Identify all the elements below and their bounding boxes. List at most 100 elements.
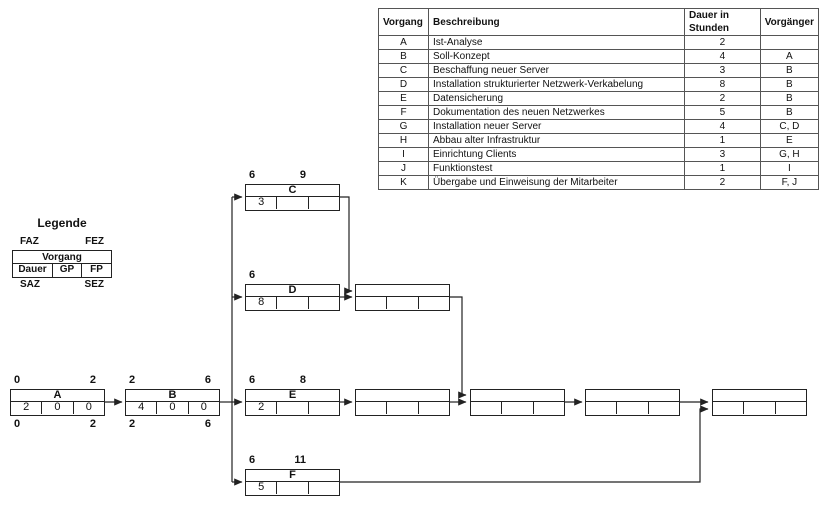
cell-dauer: 2 (684, 91, 761, 106)
node-B-fez: 6 (204, 374, 211, 386)
legend-fp-label: FP (90, 264, 103, 275)
node-C-dauer: 3 (246, 197, 278, 209)
table-header-row: Vorgang Beschreibung Dauer in Stunden Vo… (378, 8, 819, 36)
node-G-fp (419, 297, 449, 309)
node-J-name (586, 390, 679, 402)
cell-beschreibung: Beschaffung neuer Server (427, 63, 686, 78)
node-I-empty (470, 389, 565, 416)
node-C-faz: 6 (249, 169, 256, 181)
node-D-gp (277, 297, 309, 309)
node-G-name (356, 285, 449, 297)
node-H-fp (419, 402, 449, 414)
cell-dauer: 1 (684, 161, 761, 176)
node-A-fp: 0 (85, 401, 92, 413)
node-I-name (471, 390, 564, 402)
node-H-cells (356, 402, 449, 414)
cell-vorgang: C (378, 63, 429, 78)
node-A-faz: 0 (14, 374, 21, 386)
node-A-fez: 2 (89, 374, 96, 386)
node-E-dauer: 2 (246, 402, 278, 414)
node-J-gp (617, 402, 649, 414)
cell-vorgaenger: B (759, 77, 819, 92)
node-F-fez: 11 (294, 454, 306, 466)
cell-dauer: 3 (684, 147, 761, 162)
cell-dauer: 4 (684, 119, 761, 134)
node-J-cells (586, 402, 679, 414)
cell-beschreibung: Installation neuer Server (427, 119, 686, 134)
cell-vorgaenger: I (759, 161, 819, 176)
cell-vorgang: K (378, 175, 429, 190)
node-D-dauer: 8 (246, 297, 278, 309)
node-G-empty (355, 284, 450, 311)
node-A-dauer: 2 (11, 402, 43, 414)
header-vorgang: Vorgang (378, 8, 429, 36)
cell-beschreibung: Datensicherung (427, 91, 686, 106)
cell-vorgang: J (378, 161, 429, 176)
cell-vorgaenger: B (759, 105, 819, 120)
node-J-fp (649, 402, 679, 414)
node-K-empty (712, 389, 807, 416)
node-E-name: E (246, 390, 339, 402)
cell-beschreibung: Soll-Konzept (427, 49, 686, 64)
cell-beschreibung: Einrichtung Clients (427, 147, 686, 162)
node-B-name: B (126, 390, 219, 402)
node-B-faz: 2 (129, 374, 136, 386)
legend-fez-label: FEZ (85, 236, 104, 247)
node-I-gp (502, 402, 534, 414)
node-B-gp: 0 (157, 402, 189, 414)
cell-vorgang: I (378, 147, 429, 162)
cell-beschreibung: Ist-Analyse (427, 35, 686, 50)
node-F-gp (277, 482, 309, 494)
node-K-name (713, 390, 806, 402)
node-D-early-times: 6 (246, 269, 341, 282)
cell-dauer: 4 (684, 49, 761, 64)
node-J-dauer (586, 402, 618, 414)
node-E-cells: 2 (246, 402, 339, 414)
node-A-sez: 2 (89, 418, 96, 430)
cell-vorgang: B (378, 49, 429, 64)
cell-vorgaenger: B (759, 63, 819, 78)
cell-dauer: 2 (684, 35, 761, 50)
cell-vorgaenger: B (759, 91, 819, 106)
node-K-cells (713, 402, 806, 414)
cell-vorgaenger (759, 35, 819, 50)
cell-beschreibung: Installation strukturierter Netzwerk-Ver… (427, 77, 686, 92)
legend-faz-label: FAZ (20, 236, 39, 247)
cell-vorgang: H (378, 133, 429, 148)
node-E-faz: 6 (249, 374, 256, 386)
node-C-name: C (246, 185, 339, 197)
node-F-faz: 6 (249, 454, 256, 466)
legend-dauer-label: Dauer (13, 264, 53, 277)
cell-dauer: 2 (684, 175, 761, 190)
node-F-cells: 5 (246, 482, 339, 494)
node-D: 6 D 8 (245, 269, 340, 311)
node-F-dauer: 5 (246, 482, 278, 494)
node-K-fp (776, 402, 806, 414)
cell-dauer: 3 (684, 63, 761, 78)
node-I-dauer (471, 402, 503, 414)
node-B-fp: 0 (200, 401, 207, 413)
node-F-fp (309, 482, 339, 494)
node-D-fp (309, 297, 339, 309)
cell-vorgang: F (378, 105, 429, 120)
cell-dauer: 8 (684, 77, 761, 92)
node-F-name: F (246, 470, 339, 482)
cell-beschreibung: Übergabe und Einweisung der Mitarbeiter (427, 175, 686, 190)
node-A-name: A (11, 390, 104, 402)
